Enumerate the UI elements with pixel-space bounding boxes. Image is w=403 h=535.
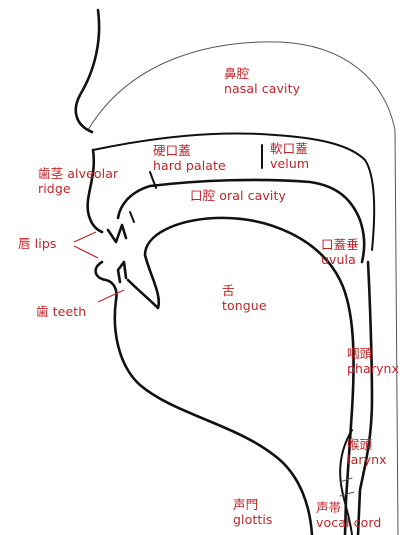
- label-nasal-cavity: 鼻腔 nasal cavity: [224, 66, 300, 96]
- label-glottis: 声門 glottis: [233, 497, 273, 527]
- label-pharynx: 咽頭 pharynx: [347, 346, 399, 376]
- label-velum: 軟口蓋 velum: [270, 141, 309, 171]
- alveolar-tick: [130, 212, 134, 222]
- face-profile: [76, 10, 99, 132]
- pharynx-wall: [358, 262, 372, 535]
- label-tongue: 舌 tongue: [222, 283, 267, 313]
- lower-teeth: [118, 262, 126, 282]
- label-oral-cavity: 口腔 oral cavity: [190, 188, 286, 203]
- label-vocal-cord: 声帯 vocal cord: [316, 500, 381, 530]
- label-teeth: 歯 teeth: [36, 304, 86, 319]
- teeth-pointer: [98, 290, 124, 302]
- label-hard-palate: 硬口蓋 hard palate: [153, 143, 226, 173]
- label-lips: 唇 lips: [18, 236, 56, 251]
- tongue-surface: [128, 218, 354, 535]
- lips-pointer: [74, 232, 98, 258]
- label-larynx: 喉頭 larynx: [347, 437, 387, 467]
- upper-teeth: [108, 225, 126, 242]
- label-uvula: 口蓋垂 uvula: [321, 237, 359, 267]
- label-alveolar-ridge: 歯茎 alveolar ridge: [38, 166, 118, 196]
- chin-line: [115, 300, 312, 535]
